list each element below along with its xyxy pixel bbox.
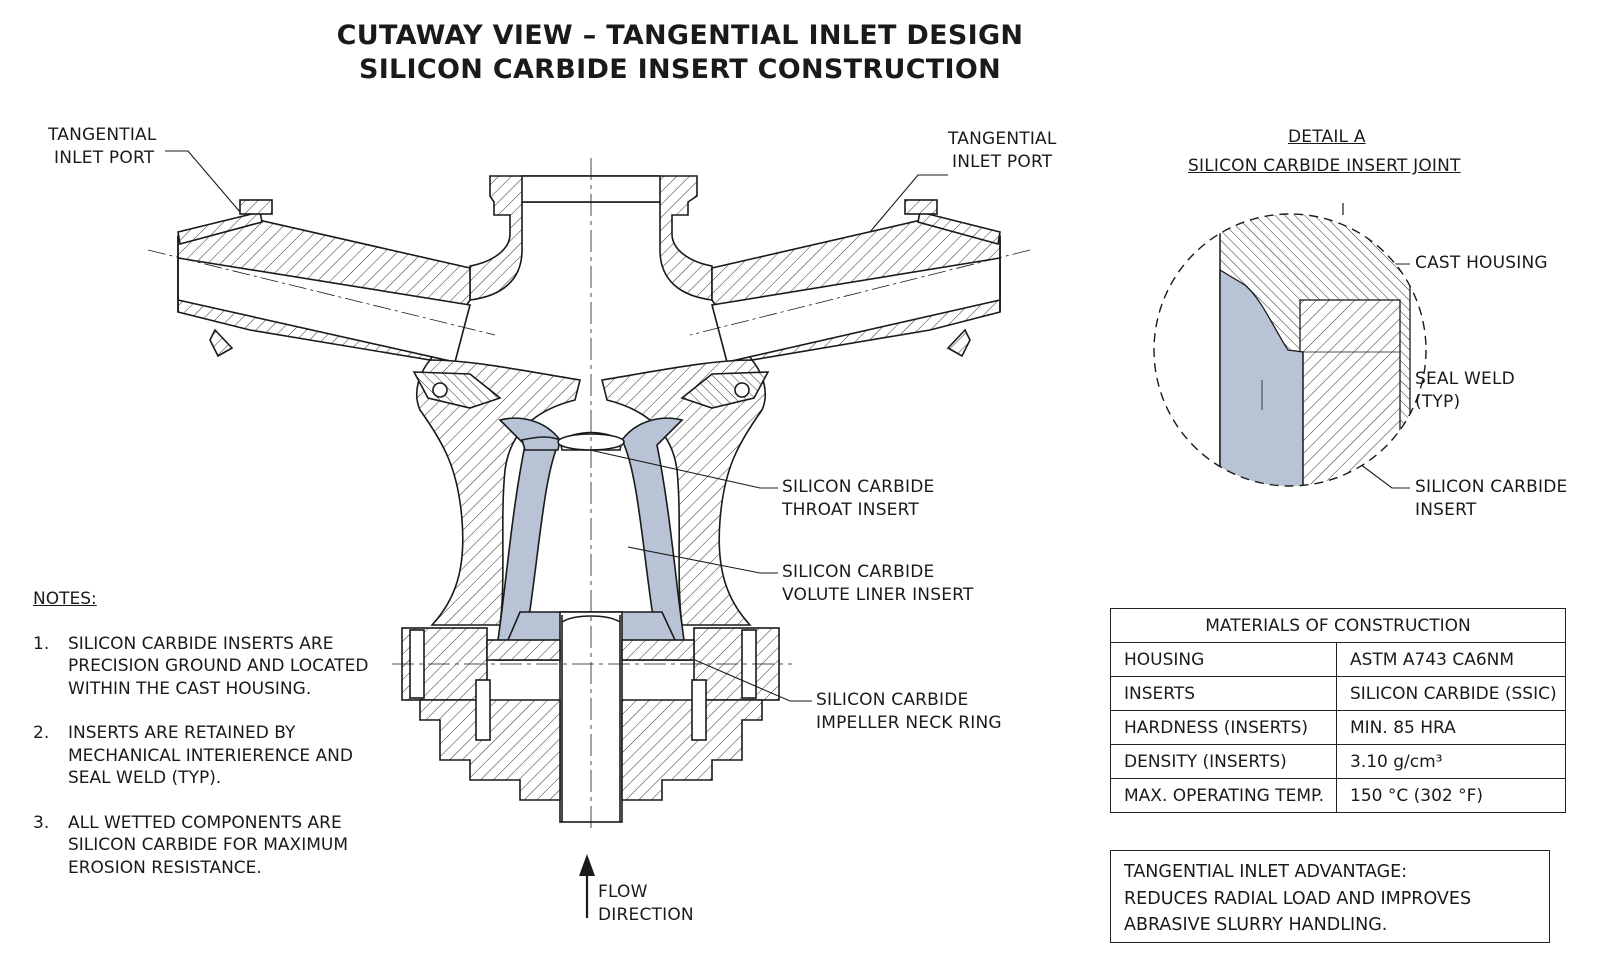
table-row: HARDNESS (INSERTS) MIN. 85 HRA (1110, 710, 1566, 745)
detail-seal-weld-label: SEAL WELD (TYP) (1415, 369, 1515, 412)
table-row: DENSITY (INSERTS) 3.10 g/cm³ (1110, 744, 1566, 779)
detail-title: DETAIL A (1288, 127, 1366, 147)
callout-neck-ring: SILICON CARBIDE IMPELLER NECK RING (816, 690, 1002, 733)
detail-subtitle: SILICON CARBIDE INSERT JOINT (1188, 156, 1461, 176)
centerlines (392, 158, 792, 832)
callout-right-inlet: TANGENTIAL INLET PORT (948, 129, 1057, 172)
shaft (561, 615, 621, 822)
flow-arrow (579, 854, 595, 918)
note-item: 1. SILICON CARBIDE INSERTS ARE PRECISION… (33, 633, 369, 699)
right-inlet-pipe (689, 199, 1031, 363)
table-row: MAX. OPERATING TEMP. 150 °C (302 °F) (1110, 778, 1566, 813)
left-inlet-pipe (147, 199, 496, 363)
callout-volute-liner: SILICON CARBIDE VOLUTE LINER INSERT (782, 562, 974, 605)
volute-housing (401, 359, 780, 823)
diagram-title-line1: CUTAWAY VIEW – TANGENTIAL INLET DESIGN (336, 20, 1024, 51)
flow-direction-label: FLOW DIRECTION (598, 882, 694, 925)
advantage-box: TANGENTIAL INLET ADVANTAGE: REDUCES RADI… (1110, 850, 1550, 943)
notes-block: NOTES: 1. SILICON CARBIDE INSERTS ARE PR… (33, 588, 369, 901)
materials-table-header: MATERIALS OF CONSTRUCTION (1110, 608, 1566, 643)
callout-throat-insert: SILICON CARBIDE THROAT INSERT (782, 477, 935, 520)
detail-insert-label: SILICON CARBIDE INSERT (1415, 477, 1568, 520)
materials-table: MATERIALS OF CONSTRUCTION HOUSING ASTM A… (1110, 608, 1566, 813)
note-item: 2. INSERTS ARE RETAINED BY MECHANICAL IN… (33, 723, 353, 788)
callout-left-inlet: TANGENTIAL INLET PORT (48, 125, 157, 168)
diagram-title-line2: SILICON CARBIDE INSERT CONSTRUCTION (358, 54, 1002, 85)
detail-cast-housing-label: CAST HOUSING (1415, 253, 1548, 273)
notes-heading: NOTES: (33, 589, 97, 609)
table-row: HOUSING ASTM A743 CA6NM (1110, 642, 1566, 677)
table-row: INSERTS SILICON CARBIDE (SSIC) (1110, 676, 1566, 711)
detail-a (1153, 203, 1427, 487)
note-item: 3. ALL WETTED COMPONENTS ARE SILICON CAR… (33, 812, 348, 878)
